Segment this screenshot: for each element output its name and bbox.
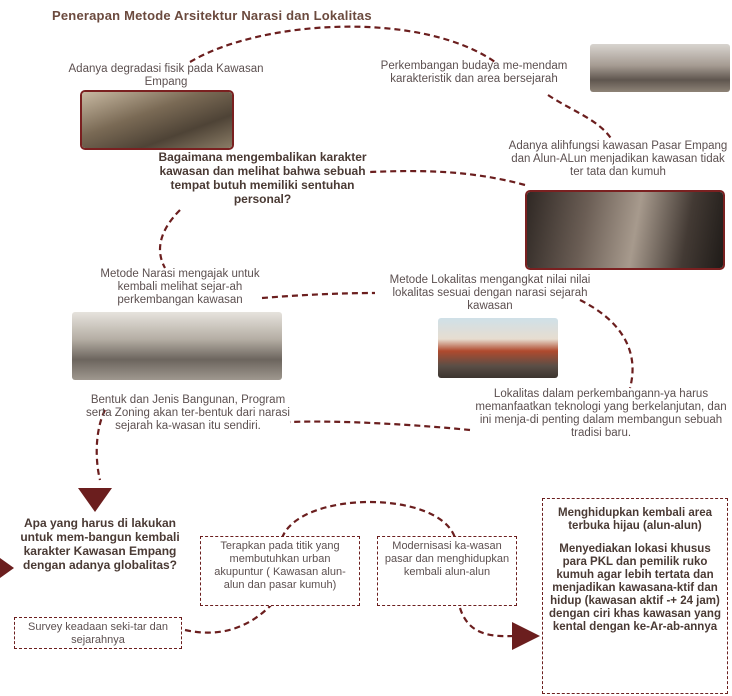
connector-survey-akupuntur (184, 594, 281, 634)
photo-historic-street (72, 312, 282, 380)
node-bentuk: Bentuk dan Jenis Bangunan, Program serta… (86, 394, 290, 432)
connector-question1-narasi (158, 209, 181, 269)
node-lokalitas: Metode Lokalitas mengangkat nilai nilai … (389, 274, 591, 312)
node-narasi: Metode Narasi mengajak untuk kembali mel… (100, 268, 260, 306)
photo-old-building (590, 44, 730, 92)
connector-alihfungsi-question1 (369, 169, 526, 187)
node-degradasi: Adanya degradasi fisik pada Kawasan Empa… (68, 63, 264, 88)
final-text-green-space: Menghidupkan kembali area terbuka hijau … (557, 507, 712, 532)
connector-modernisasi-final (458, 607, 521, 638)
connector-lokalitas-teknologi (579, 299, 634, 389)
box-akupuntur: Terapkan pada titik yang membutuhkan urb… (200, 536, 360, 606)
arrowhead-right-icon (512, 622, 540, 650)
arrowhead-down-icon (78, 488, 112, 512)
box-survey: Survey keadaan seki-tar dan sejarahnya (14, 617, 182, 649)
photo-degraded-area (82, 92, 232, 148)
connector-akupuntur-modernisasi (280, 500, 457, 539)
connector-bentuk-question2 (95, 409, 106, 481)
node-perkembangan: Perkembangan budaya me-mendam karakteris… (380, 60, 568, 85)
node-question1: Bagaimana mengembalikan karakter kawasan… (158, 150, 367, 206)
box-modernisasi: Modernisasi ka-wasan pasar dan menghidup… (377, 536, 517, 606)
node-question2: Apa yang harus di lakukan untuk mem-bang… (20, 516, 180, 572)
final-text-pkl-area: Menyediakan lokasi khusus para PKL dan p… (549, 543, 721, 633)
connector-perkembangan-alihfungsi (547, 94, 613, 141)
box-final: Menghidupkan kembali area terbuka hijau … (542, 498, 728, 694)
connector-teknologi-bentuk (289, 420, 471, 432)
node-teknologi: Lokalitas dalam perkembangann-ya harus m… (475, 388, 727, 439)
photo-market-street (527, 192, 723, 268)
page-title: Penerapan Metode Arsitektur Narasi dan L… (52, 8, 372, 23)
connector-narasi-lokalitas (261, 291, 376, 300)
arrowhead-left-edge-icon (0, 558, 14, 578)
node-alihfungsi: Adanya alihfungsi kawasan Pasar Empang d… (508, 140, 728, 178)
photo-colonial-shophouse (438, 318, 558, 378)
connector-degradasi-perkembangan (189, 25, 496, 63)
